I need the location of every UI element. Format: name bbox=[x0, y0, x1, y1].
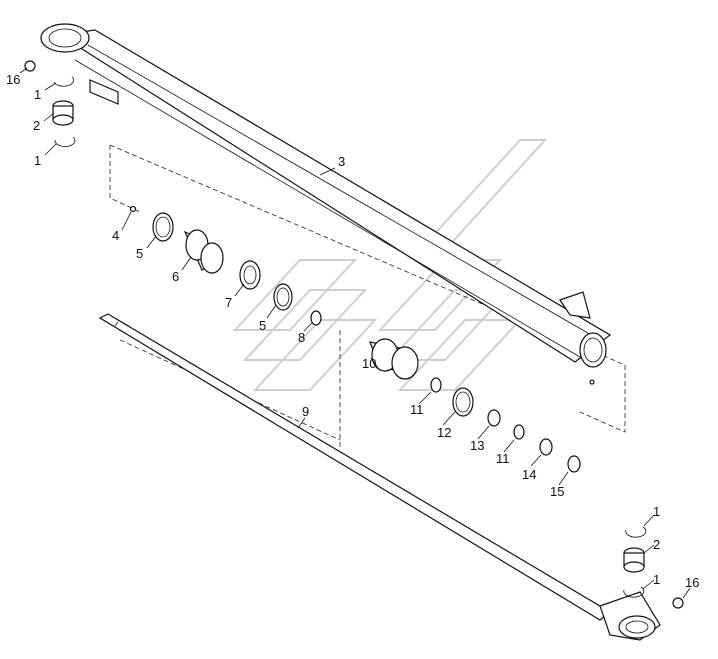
callout-1a: 1 bbox=[34, 87, 41, 102]
callout-3: 3 bbox=[338, 154, 345, 169]
callout-labels: 1 2 1 16 3 4 5 6 7 5 8 10 11 12 13 11 14… bbox=[6, 72, 699, 590]
callout-11a: 11 bbox=[410, 402, 424, 417]
callout-16a: 16 bbox=[6, 72, 20, 87]
callout-2a: 2 bbox=[33, 118, 40, 133]
callout-11b: 11 bbox=[496, 451, 510, 466]
callout-1d: 1 bbox=[653, 572, 660, 587]
callout-8: 8 bbox=[298, 330, 305, 345]
gland-components bbox=[129, 205, 581, 473]
callout-4: 4 bbox=[112, 228, 119, 243]
callout-2b: 2 bbox=[653, 537, 660, 552]
callout-9: 9 bbox=[302, 404, 309, 419]
callout-16b: 16 bbox=[685, 575, 699, 590]
piston-rod bbox=[98, 313, 661, 641]
callout-14: 14 bbox=[522, 467, 536, 482]
callout-6: 6 bbox=[172, 269, 179, 284]
callout-15: 15 bbox=[550, 484, 564, 499]
callout-1b: 1 bbox=[34, 153, 41, 168]
callout-12: 12 bbox=[437, 425, 451, 440]
cylinder-barrel bbox=[40, 23, 612, 385]
callout-5a: 5 bbox=[136, 246, 143, 261]
callout-10: 10 bbox=[362, 356, 376, 371]
callout-13: 13 bbox=[470, 438, 484, 453]
bottom-right-bushing-set bbox=[623, 526, 684, 609]
callout-7: 7 bbox=[225, 295, 232, 310]
top-left-bushing-set bbox=[24, 60, 76, 147]
callout-5b: 5 bbox=[259, 318, 266, 333]
callout-1c: 1 bbox=[653, 504, 660, 519]
leader-lines bbox=[19, 67, 691, 599]
